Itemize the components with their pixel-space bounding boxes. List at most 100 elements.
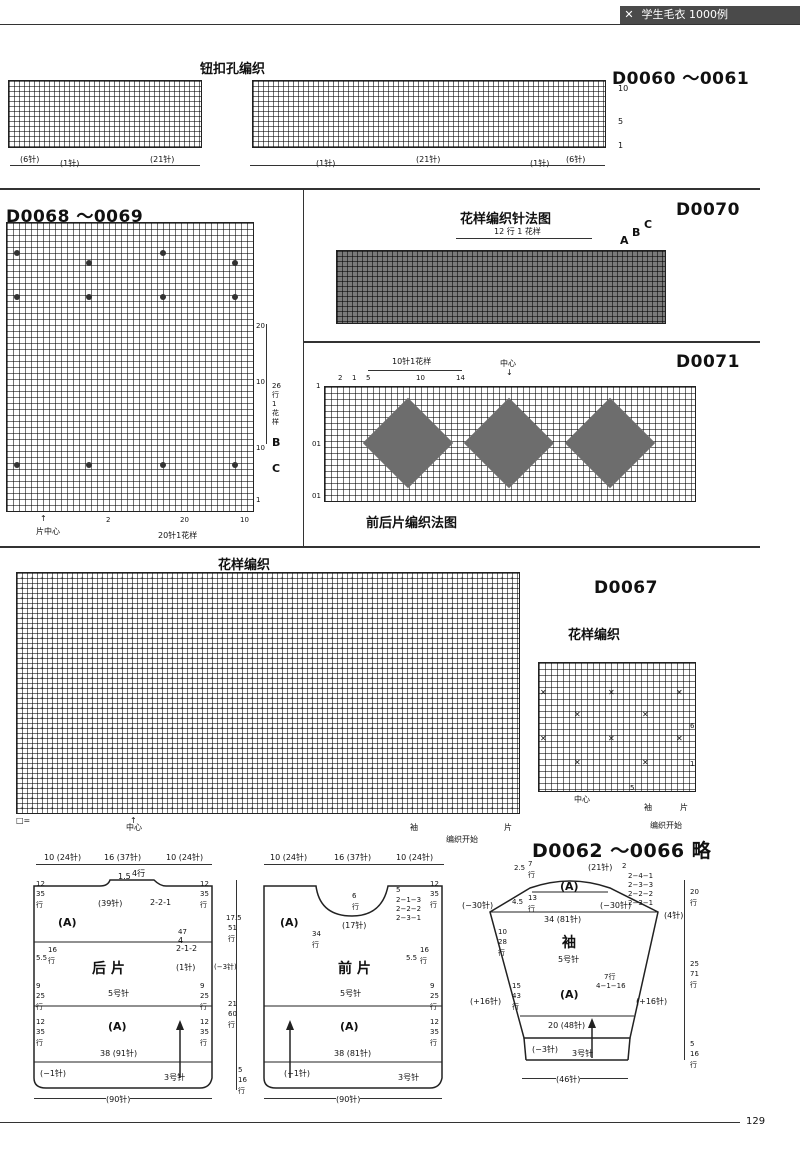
d0068-bobble xyxy=(86,260,92,266)
d0071-num: 01 xyxy=(312,440,321,448)
sleeve-inc-right: (+16针) xyxy=(636,997,668,1006)
d0071-caption: 前后片编织法图 xyxy=(366,516,458,531)
d0068-bobble xyxy=(232,294,238,300)
sleeve-left-dim: 28 xyxy=(498,938,507,946)
sleeve-width: 34 (81针) xyxy=(544,915,582,924)
front-top-dim-3: 10 (24针) xyxy=(396,853,434,862)
back-side-left: 35 xyxy=(36,890,45,898)
back-side-left: 行 xyxy=(36,901,43,909)
back-upper-a: (A) xyxy=(58,916,77,929)
front-piece-outline xyxy=(263,885,443,1089)
back-title: 后 片 xyxy=(92,961,125,977)
front-top-dim-1: 10 (24针) xyxy=(270,853,308,862)
cross-stitch-icon: ✕ xyxy=(642,758,649,767)
back-neck-num: 1.5 xyxy=(118,872,131,881)
sleeve-inc-line: 7行 xyxy=(604,973,616,981)
front-top-dim-2: 16 (37针) xyxy=(334,853,372,862)
sleeve-inc-left: (+16针) xyxy=(470,997,502,1006)
d0068-row-label: 26行1花样 xyxy=(272,382,281,426)
mid-dim: 行 xyxy=(228,1021,235,1029)
sleeve-inc-line: 4−1−16 xyxy=(596,982,626,990)
sleeve-right-dim: 行 xyxy=(690,981,697,989)
sleeve-cap-dec: 2−2−2 xyxy=(628,890,654,898)
d0071-num: 01 xyxy=(312,492,321,500)
back-side-right-count: (1针) xyxy=(176,963,196,972)
d0067-title: 花样编织 xyxy=(568,628,621,643)
back-width: 38 (91针) xyxy=(100,1049,138,1058)
back-side-right: 12 xyxy=(200,880,209,888)
front-side-right: 9 xyxy=(430,982,435,990)
back-neck-label: (39针) xyxy=(98,899,123,908)
front-side-right: 12 xyxy=(430,1018,439,1026)
d0068-letter-c: C xyxy=(272,462,281,475)
front-side-right: 16 xyxy=(420,946,429,954)
back-piece-outline xyxy=(33,879,213,1089)
d0068-bobble xyxy=(14,294,20,300)
d0067-chart xyxy=(538,662,696,792)
back-neck-rows: 4行 xyxy=(132,869,146,878)
front-side-right: 行 xyxy=(430,901,437,909)
pattern-big-cross-stitches xyxy=(17,573,518,812)
sleeve-right-dim: 行 xyxy=(690,1061,697,1069)
d0071-num: 1 xyxy=(352,374,357,382)
mid-dim: 行 xyxy=(238,1087,245,1095)
front-neck-label: (17针) xyxy=(342,921,367,930)
back-needle2: 3号针 xyxy=(164,1073,186,1082)
sleeve-left-dim: 10 xyxy=(498,928,507,936)
sleeve-title: 袖 xyxy=(562,935,576,951)
d0067-start: 编织开始 xyxy=(650,821,682,830)
front-width: 38 (81针) xyxy=(334,1049,372,1058)
d0068-num: 10 xyxy=(240,516,249,524)
d0060-label-1: (6针) xyxy=(20,155,40,164)
back-side-left: 9 xyxy=(36,982,41,990)
sleeve-top-dim: 7 xyxy=(528,860,533,868)
d0068-letter-b: B xyxy=(272,436,281,449)
d0068-num: 1 xyxy=(256,496,261,504)
d0068-center-label: 片中心 xyxy=(36,527,60,536)
d0070-letter-a: A xyxy=(620,234,629,247)
d0060-label-6: (1针) xyxy=(530,159,550,168)
back-side-right: 35 xyxy=(200,1028,209,1036)
d0060-label-3: (21针) xyxy=(150,155,175,164)
sleeve-right-dim: 71 xyxy=(690,970,699,978)
mid-dim: 17.5 xyxy=(226,914,242,922)
cross-stitch-icon: ✕ xyxy=(574,758,581,767)
d0067-piece: 片 xyxy=(680,803,688,812)
d0060-label-4: (1针) xyxy=(316,159,336,168)
sleeve-left-dim: 行 xyxy=(498,949,505,957)
d0060-label-5: (21针) xyxy=(416,155,441,164)
sleeve-top-a: (A) xyxy=(560,880,579,893)
front-band: (A) xyxy=(340,1020,359,1033)
d0068-bobble xyxy=(160,250,166,256)
d0060-chart-right xyxy=(252,80,606,148)
d0070-chart xyxy=(336,250,666,324)
back-side-right: 行 xyxy=(200,901,207,909)
arrow-up-icon: ↑ xyxy=(40,514,47,523)
d0068-chart xyxy=(6,222,254,512)
d0067-num: 1 xyxy=(690,760,695,768)
d0068-num: 20 xyxy=(180,516,189,524)
sleeve-left-dim2: 15 xyxy=(512,982,521,990)
d0070-title: 花样编织针法图 xyxy=(460,212,552,227)
mid-dim: 51 xyxy=(228,924,237,932)
back-side-right: 行 xyxy=(200,1003,207,1011)
d0068-bobble xyxy=(160,462,166,468)
d0071-code: D0071 xyxy=(676,352,740,372)
cross-stitch-icon: ✕ xyxy=(676,688,683,697)
d0067-sleeve: 袖 xyxy=(644,803,652,812)
d0068-bobble xyxy=(14,250,20,256)
front-side-right: 5.5 xyxy=(406,954,418,962)
sleeve-top-dim: 行 xyxy=(528,871,535,879)
back-side-left: 行 xyxy=(36,1039,43,1047)
mid-dim: 60 xyxy=(228,1010,237,1018)
front-needle: 5号针 xyxy=(340,989,362,998)
series-title: 学生毛衣 1000例 xyxy=(641,8,729,21)
sleeve-right-dim: 行 xyxy=(690,899,697,907)
series-header: ✕ 学生毛衣 1000例 xyxy=(620,6,800,24)
sleeve-cap-right: (−30针) xyxy=(600,901,632,910)
back-side-left: 行 xyxy=(36,1003,43,1011)
d0060-chart-left xyxy=(8,80,202,148)
mid-dim: 16 xyxy=(238,1076,247,1084)
d0071-center-label: 中心 xyxy=(500,359,516,368)
diamond-motif xyxy=(362,397,454,489)
